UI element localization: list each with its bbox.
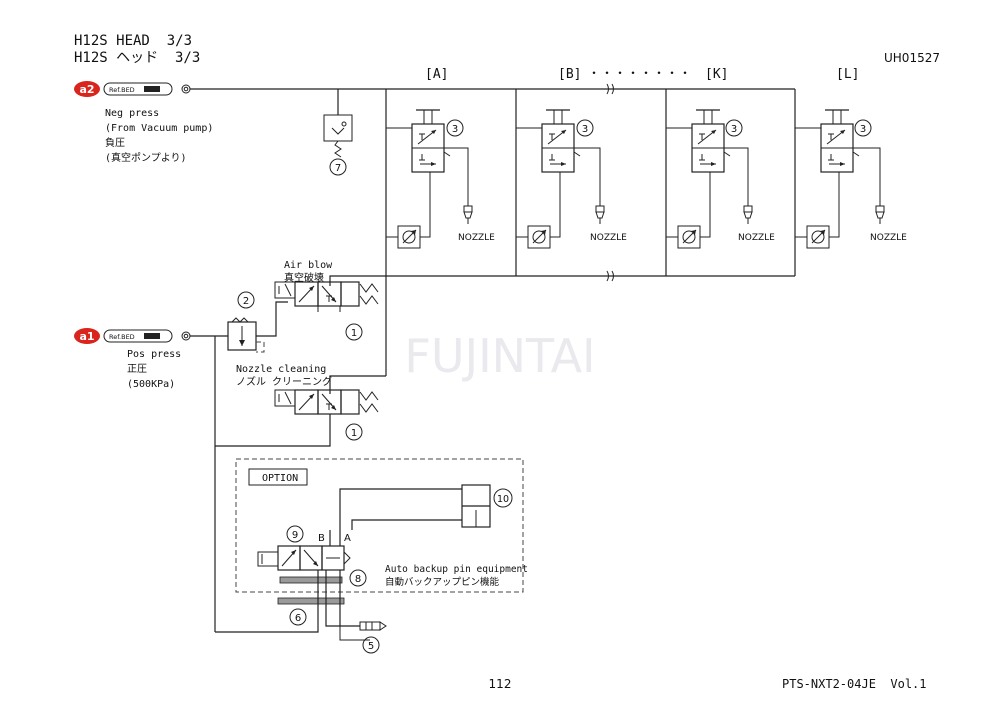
part-number-3-l: 3 (854, 119, 872, 137)
part-number-7: 7 (329, 158, 347, 176)
svg-text:3: 3 (731, 124, 737, 135)
check-valve-7 (323, 114, 353, 158)
diagram-code: UH01527 (884, 51, 940, 65)
pos-press-jp: 正圧 (127, 364, 147, 375)
group-k-unit: NOZZLE (666, 109, 775, 249)
port-a1: a1 Ref.BED Pos press 正圧 (500KPa) (74, 328, 191, 390)
group-b-unit: NOZZLE (516, 109, 627, 249)
group-label-b: [B] (558, 67, 581, 82)
port-a2: a2 Ref.BED Neg press (From Vacuum pump) … (74, 81, 213, 164)
option-frame (235, 458, 524, 593)
cylinder-10 (461, 484, 491, 528)
nozzle-cleaning-valve (274, 389, 379, 415)
group-label-k: [K] (705, 67, 728, 82)
svg-text:a1: a1 (79, 330, 94, 343)
page-number: 112 (489, 677, 512, 691)
group-a-unit: NOZZLE (386, 109, 495, 249)
group-label-l: [L] (836, 67, 859, 82)
neg-press-label: Neg press (105, 108, 159, 119)
port-label-a: A (344, 533, 351, 544)
part-number-8: 8 (349, 569, 367, 587)
document-id: PTS-NXT2-04JE Vol.1 (782, 677, 927, 691)
option-desc-jp: 自動バックアップピン機能 (385, 576, 500, 588)
pos-press-label: Pos press (127, 349, 181, 360)
nozzle-cleaning-jp-label: ノズル クリーニング (236, 375, 332, 388)
option-label: OPTION (262, 473, 298, 484)
svg-text:6: 6 (295, 613, 301, 624)
part-number-1-nozzle-cleaning: 1 (345, 423, 363, 441)
svg-text:3: 3 (860, 124, 866, 135)
regulator-2 (227, 317, 265, 353)
option-desc-en: Auto backup pin equipment (385, 564, 528, 575)
svg-text:1: 1 (351, 428, 357, 439)
group-l-unit: NOZZLE (795, 109, 907, 249)
port-badge-a1 (74, 328, 100, 344)
part-number-2: 2 (237, 291, 255, 309)
part-number-3-b: 3 (576, 119, 594, 137)
svg-text:2: 2 (243, 296, 249, 307)
neg-press-source-jp: (真空ポンプより) (105, 151, 187, 164)
neg-press-source: (From Vacuum pump) (105, 123, 213, 134)
svg-text:7: 7 (335, 163, 341, 174)
nozzle-label-k: NOZZLE (738, 233, 775, 243)
option-valve-9 (257, 545, 351, 571)
watermark: FUJINTAI (404, 329, 595, 383)
title-en: H12S HEAD 3/3 (74, 33, 192, 49)
title-jp: H12S ヘッド 3/3 (74, 50, 200, 66)
manifold-6 (277, 597, 345, 605)
svg-text:5: 5 (368, 641, 374, 652)
port-label-b: B (318, 533, 325, 544)
part-number-9: 9 (286, 525, 304, 543)
silencer-5 (359, 621, 387, 631)
part-number-6: 6 (289, 608, 307, 626)
option-tag (248, 468, 308, 486)
neg-press-jp: 負圧 (105, 137, 125, 149)
group-dots: ・・・・・・・・ (588, 66, 692, 80)
svg-text:1: 1 (351, 328, 357, 339)
svg-text:9: 9 (292, 530, 298, 541)
svg-text:10: 10 (497, 494, 509, 505)
part-number-3-a: 3 (446, 119, 464, 137)
nozzle-cleaning-label: Nozzle cleaning (236, 364, 326, 375)
svg-text:3: 3 (582, 124, 588, 135)
air-blow-label: Air blow (284, 260, 333, 271)
svg-text:3: 3 (452, 124, 458, 135)
part-number-3-k: 3 (725, 119, 743, 137)
svg-text:8: 8 (355, 574, 361, 585)
nozzle-label-b: NOZZLE (590, 233, 627, 243)
pos-press-value: (500KPa) (127, 379, 175, 390)
manifold-8 (279, 576, 343, 584)
port-badge-a2 (74, 81, 100, 97)
break-mark-top (606, 83, 614, 95)
air-blow-jp-label: 真空破壊 (284, 271, 324, 284)
svg-text:a2: a2 (79, 83, 94, 96)
nozzle-label-l: NOZZLE (870, 233, 907, 243)
part-number-10: 10 (493, 488, 513, 508)
air-blow-valve (274, 281, 379, 307)
group-label-a: [A] (425, 67, 448, 82)
ref-bed-tag-a1: Ref.BED (109, 333, 135, 341)
part-number-1-air-blow: 1 (345, 323, 363, 341)
nozzle-label-a: NOZZLE (458, 233, 495, 243)
ref-bed-tag-a2: Ref.BED (109, 86, 135, 94)
part-number-5: 5 (362, 636, 380, 654)
